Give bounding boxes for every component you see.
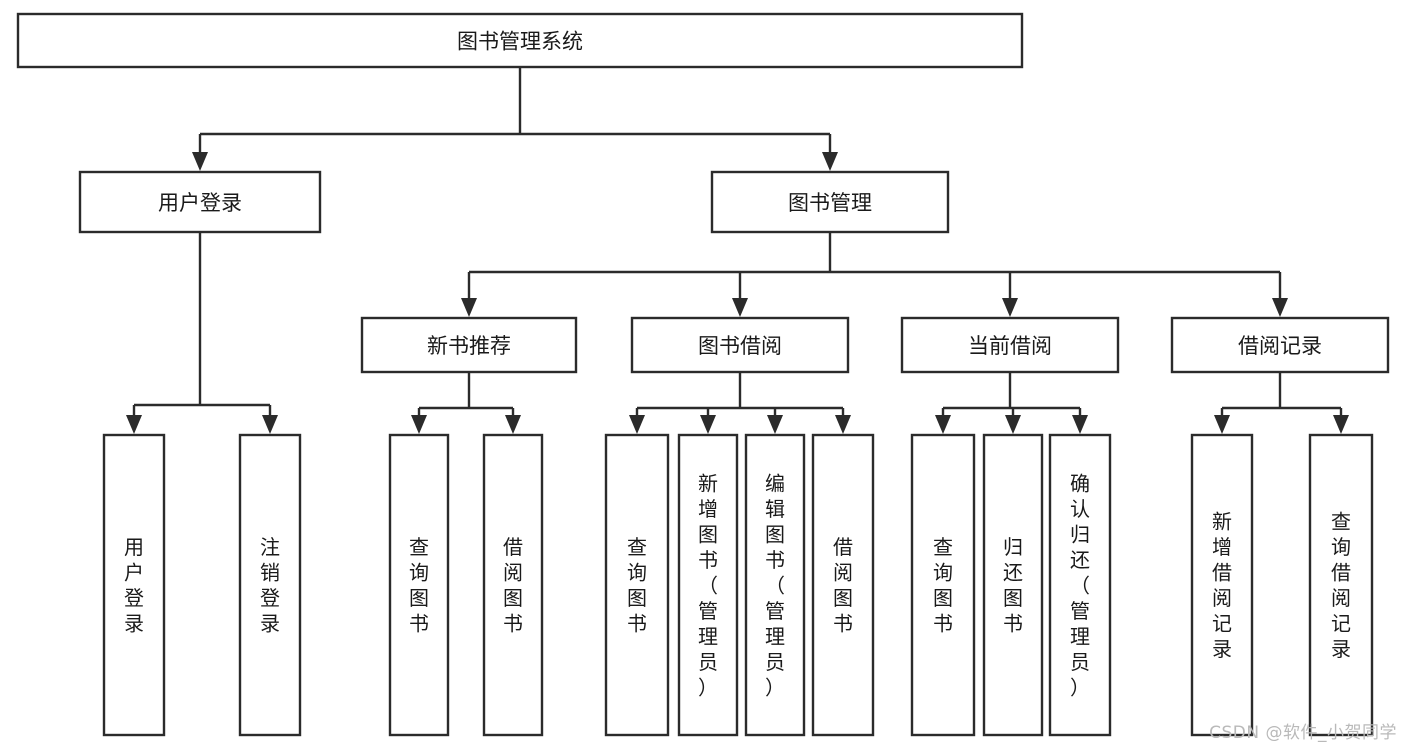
- node-level2-1-label: 用户登录: [158, 191, 242, 215]
- node-group-1-rect[interactable]: [360, 316, 578, 374]
- node-leaf-8-label: 借阅图书: [833, 535, 853, 636]
- node-leaf-9[interactable]: 查询图书: [910, 433, 976, 737]
- node-leaf-7[interactable]: 编辑图书（管理员）: [744, 433, 806, 737]
- node-leaf-4[interactable]: 借阅图书: [482, 433, 544, 737]
- node-leaf-4-rect[interactable]: [482, 433, 544, 737]
- node-level2-1-rect[interactable]: [78, 170, 322, 234]
- node-group-3-label: 当前借阅: [968, 334, 1052, 358]
- node-leaf-7-label: 编辑图书（管理员）: [765, 471, 785, 699]
- edge-group-2-to-leaves: [629, 372, 851, 434]
- node-root-rect[interactable]: [16, 12, 1024, 69]
- node-leaf-5[interactable]: 查询图书: [604, 433, 670, 737]
- node-root-label: 图书管理系统: [457, 30, 583, 54]
- node-group-2-label: 图书借阅: [698, 334, 782, 358]
- node-leaf-7-rect[interactable]: [744, 433, 806, 737]
- node-leaf-10-label: 归还图书: [1003, 535, 1023, 636]
- node-leaf-2-rect[interactable]: [238, 433, 302, 737]
- node-leaf-10-rect[interactable]: [982, 433, 1044, 737]
- watermark: CSDN @软件_小贺同学: [1209, 723, 1397, 743]
- edge-layer: [126, 67, 1349, 434]
- node-leaf-1-rect[interactable]: [102, 433, 166, 737]
- node-leaf-8[interactable]: 借阅图书: [811, 433, 875, 737]
- node-leaf-11-label: 确认归还（管理员）: [1070, 471, 1090, 699]
- node-leaf-13[interactable]: 查询借阅记录: [1308, 433, 1374, 737]
- node-group-4[interactable]: 借阅记录: [1170, 316, 1390, 374]
- node-group-2-rect[interactable]: [630, 316, 850, 374]
- node-leaf-12-rect[interactable]: [1190, 433, 1254, 737]
- edge-user-login-to-leaves: [126, 232, 278, 434]
- node-leaf-5-label: 查询图书: [627, 535, 647, 636]
- node-level2-2-label: 图书管理: [788, 191, 872, 215]
- edge-book-mgmt-to-groups: [461, 232, 1288, 317]
- node-leaf-9-rect[interactable]: [910, 433, 976, 737]
- node-leaf-12-label: 新增借阅记录: [1212, 510, 1232, 662]
- node-group-3-rect[interactable]: [900, 316, 1120, 374]
- node-leaf-8-rect[interactable]: [811, 433, 875, 737]
- edge-group-1-to-leaves: [411, 372, 521, 434]
- node-leaf-1-label: 用户登录: [124, 535, 144, 636]
- node-leaf-10[interactable]: 归还图书: [982, 433, 1044, 737]
- node-leaf-3[interactable]: 查询图书: [388, 433, 450, 737]
- node-leaf-13-label: 查询借阅记录: [1331, 510, 1351, 662]
- node-leaf-11-rect[interactable]: [1048, 433, 1112, 737]
- node-leaf-6-label: 新增图书（管理员）: [698, 471, 718, 699]
- node-group-4-rect[interactable]: [1170, 316, 1390, 374]
- node-leaf-4-label: 借阅图书: [503, 535, 523, 636]
- node-root[interactable]: 图书管理系统: [16, 12, 1024, 69]
- node-leaf-13-rect[interactable]: [1308, 433, 1374, 737]
- node-leaf-12[interactable]: 新增借阅记录: [1190, 433, 1254, 737]
- node-leaf-9-label: 查询图书: [933, 535, 953, 636]
- node-leaf-6[interactable]: 新增图书（管理员）: [677, 433, 739, 737]
- edge-group-3-to-leaves: [935, 372, 1088, 434]
- edge-root-to-level2: [192, 67, 838, 171]
- node-leaf-6-rect[interactable]: [677, 433, 739, 737]
- node-layer: 图书管理系统用户登录图书管理新书推荐图书借阅当前借阅借阅记录用户登录注销登录查询…: [16, 12, 1390, 737]
- node-leaf-2-label: 注销登录: [260, 535, 280, 636]
- node-leaf-11[interactable]: 确认归还（管理员）: [1048, 433, 1112, 737]
- edge-group-4-to-leaves: [1214, 372, 1349, 434]
- node-group-1[interactable]: 新书推荐: [360, 316, 578, 374]
- node-group-4-label: 借阅记录: [1238, 334, 1322, 358]
- node-level2-2-rect[interactable]: [710, 170, 950, 234]
- node-level2-2[interactable]: 图书管理: [710, 170, 950, 234]
- node-leaf-3-rect[interactable]: [388, 433, 450, 737]
- node-group-1-label: 新书推荐: [427, 334, 511, 358]
- node-leaf-5-rect[interactable]: [604, 433, 670, 737]
- node-leaf-1[interactable]: 用户登录: [102, 433, 166, 737]
- node-group-2[interactable]: 图书借阅: [630, 316, 850, 374]
- node-level2-1[interactable]: 用户登录: [78, 170, 322, 234]
- node-leaf-2[interactable]: 注销登录: [238, 433, 302, 737]
- node-leaf-3-label: 查询图书: [409, 535, 429, 636]
- node-group-3[interactable]: 当前借阅: [900, 316, 1120, 374]
